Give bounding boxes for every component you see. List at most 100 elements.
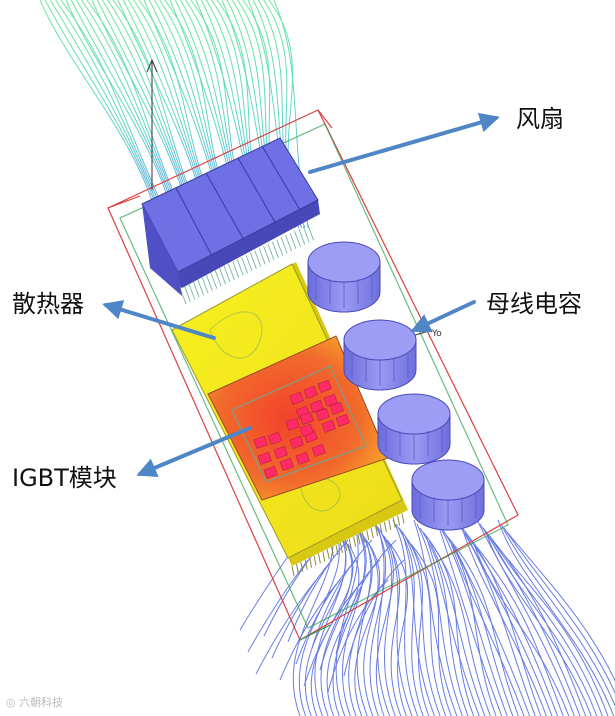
outlet-streamline	[506, 531, 615, 682]
capacitor-top	[377, 393, 451, 435]
fan-ray	[263, 246, 270, 263]
heatsink-fin	[361, 532, 365, 543]
igbt-chip	[315, 407, 330, 421]
igbt-chip	[289, 435, 304, 449]
outlet-streamline	[425, 535, 480, 716]
heatsink-fin	[388, 519, 392, 530]
fan-label: 风扇	[516, 105, 564, 133]
igbt-label: IGBT模块	[12, 464, 117, 492]
heatsink-fin	[366, 530, 370, 541]
heatsink-fin	[326, 549, 330, 560]
fan-ray	[298, 228, 306, 245]
igbt-chip	[267, 431, 282, 445]
outlet-streamline	[476, 519, 575, 716]
heatsink-fin	[304, 559, 308, 570]
igbt-chip	[317, 379, 332, 393]
heatsink-fin	[339, 542, 343, 553]
igbt-chip	[257, 451, 272, 465]
heatsink-fin	[397, 515, 401, 526]
fan-ray	[272, 241, 279, 258]
heatsink-fin	[300, 561, 304, 572]
fan-ray	[285, 235, 292, 252]
heatsink-fin	[335, 544, 339, 556]
heatsink-fin	[379, 523, 383, 535]
inlet-streamline	[60, 0, 174, 229]
outlet-streamline	[398, 527, 430, 716]
outlet-streamline	[341, 527, 366, 716]
outlet-streamline	[464, 531, 553, 716]
outlet-streamline	[287, 539, 349, 643]
igbt-chip	[295, 451, 310, 465]
fan-ray	[228, 263, 235, 280]
capacitor	[377, 393, 451, 465]
outlet-streamline	[485, 531, 592, 716]
watermark-text: 六朝科技	[19, 696, 64, 709]
outlet-streamline	[377, 527, 391, 716]
heatsink-fin	[375, 526, 379, 537]
igbt-chip	[309, 399, 324, 413]
igbt-chip	[321, 419, 336, 433]
heatsink-fins	[291, 513, 405, 577]
fan-ray	[219, 268, 226, 285]
fan-ray	[236, 259, 244, 276]
igbt-chip	[299, 423, 314, 437]
outlet-streamline	[461, 527, 547, 716]
heatsink-label: 散热器	[12, 290, 84, 318]
igbt-chip	[273, 445, 288, 459]
outlet-streamline	[354, 535, 381, 716]
fan-ray	[214, 270, 222, 287]
outlet-streamline	[413, 519, 458, 716]
heatsink-fin	[348, 538, 352, 549]
outlet-streamline	[369, 519, 387, 716]
outlet-streamline	[356, 539, 372, 716]
outlet-streamline	[449, 539, 525, 716]
capacitor-top	[343, 319, 417, 361]
outlet-streamline	[473, 543, 570, 716]
outlet-streamline	[335, 539, 397, 655]
outlet-streamline	[311, 539, 373, 649]
heatsink-fin	[322, 551, 326, 562]
outlet-streamline	[271, 559, 333, 659]
outlet-streamline	[491, 539, 603, 716]
outlet-streamline	[410, 543, 452, 716]
outlet-streamline	[343, 559, 405, 677]
igbt-chip	[263, 465, 278, 479]
outlet-streamline	[389, 543, 413, 716]
outlet-streamline	[320, 539, 353, 716]
fan-ray	[188, 283, 196, 300]
fan-ray	[302, 226, 310, 243]
outlet-streamline	[392, 519, 419, 716]
outlet-streamline	[255, 579, 317, 675]
outlet-streamline	[470, 539, 564, 716]
inlet-streamline	[44, 0, 164, 229]
inlet-streamline	[55, 0, 171, 229]
outlet-streamline	[386, 539, 409, 716]
fan-ray	[197, 279, 204, 296]
fan-ray	[307, 224, 314, 241]
heatsink-fin	[291, 565, 295, 577]
heatsink-fin	[313, 555, 317, 566]
outlet-streamline	[440, 527, 508, 716]
fan-ray	[289, 232, 297, 250]
inlet-streamline	[39, 0, 161, 229]
fan-ray	[184, 285, 191, 302]
fan-ray	[258, 248, 266, 265]
igbt-chip	[253, 435, 268, 449]
outlet-streamline	[383, 535, 402, 716]
fan-ray	[232, 261, 240, 278]
capacitor	[343, 319, 417, 391]
callout-arrows	[102, 112, 500, 478]
outlet-streamline	[500, 523, 615, 707]
fan-ray	[179, 287, 187, 305]
inlet-streamline	[49, 0, 168, 229]
igbt-chip	[303, 385, 318, 399]
capacitor-top	[411, 459, 485, 501]
heatsink-fin	[353, 536, 357, 547]
fan-ray	[280, 237, 288, 254]
outlet-streamline	[497, 519, 615, 716]
heatsink-fin	[344, 540, 348, 551]
heatsink-fin	[317, 553, 321, 564]
heatsink-fin	[370, 528, 374, 539]
heatsink-fin	[309, 557, 313, 568]
heatsink-fin	[295, 563, 299, 574]
